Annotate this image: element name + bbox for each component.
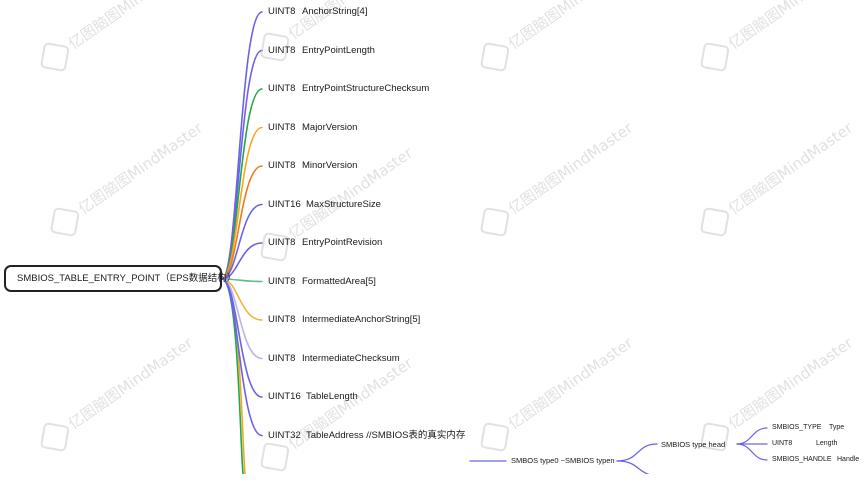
field-type: UINT8: [268, 44, 296, 56]
field-node[interactable]: UINT8 FormattedArea[5]: [268, 276, 376, 288]
field-node[interactable]: UINT8 IntermediateChecksum: [268, 353, 400, 365]
field-name: EntryPointStructureChecksum: [302, 83, 430, 94]
head-field-type[interactable]: SMBIOS_HANDLE: [772, 456, 832, 463]
table-address-child-node[interactable]: SMBOS type0 ~SMBIOS typen: [511, 456, 615, 465]
head-field-type[interactable]: SMBIOS_TYPE: [772, 424, 822, 431]
connector-type-head: [616, 443, 658, 462]
root-node[interactable]: SMBIOS_TABLE_ENTRY_POINT（EPS数据结构）: [4, 265, 236, 292]
connector-field: [221, 203, 263, 280]
field-node[interactable]: UINT16 MaxStructureSize: [268, 199, 381, 211]
field-node[interactable]: UINT8 MinorVersion: [268, 160, 357, 172]
field-type: UINT16: [268, 391, 301, 402]
field-node[interactable]: UINT8 EntryPointRevision: [268, 237, 382, 249]
head-field-type[interactable]: UINT8: [772, 440, 793, 447]
field-node[interactable]: UINT16 TableLength: [268, 391, 358, 403]
field-node[interactable]: UINT8 MajorVersion: [268, 122, 357, 134]
field-name: MajorVersion: [302, 121, 358, 133]
field-type: UINT8: [268, 83, 296, 94]
connector-offscreen-3: [616, 460, 650, 474]
connector-field: [221, 278, 263, 437]
connector-field: [221, 242, 263, 280]
field-node[interactable]: UINT8 AnchorString[4]: [268, 6, 367, 18]
connector-field: [221, 126, 263, 280]
connector-leaf: [736, 427, 768, 445]
field-name: FormattedArea[5]: [302, 275, 376, 287]
field-name: MaxStructureSize: [306, 198, 381, 210]
field-node[interactable]: UINT32 TableAddress //SMBIOS表的真实内存: [268, 430, 465, 442]
field-type: UINT8: [268, 6, 296, 17]
field-type: UINT8: [268, 121, 296, 133]
field-type: UINT8: [268, 160, 296, 171]
field-type: UINT8: [268, 314, 296, 325]
field-name: TableAddress //SMBIOS表的真实内存: [306, 429, 466, 441]
field-type: UINT16: [268, 198, 301, 210]
field-type: UINT32: [268, 429, 301, 441]
field-node[interactable]: UINT8 EntryPointStructureChecksum: [268, 83, 429, 95]
connector-field: [221, 278, 263, 398]
type-head-node[interactable]: SMBIOS type head: [661, 440, 726, 449]
head-field-name: Length: [816, 440, 838, 447]
field-name: IntermediateAnchorString[5]: [302, 314, 421, 325]
field-name: EntryPointRevision: [302, 237, 383, 248]
connector-field: [221, 165, 263, 280]
field-name: AnchorString[4]: [302, 6, 368, 17]
field-node[interactable]: UINT8 IntermediateAnchorString[5]: [268, 314, 420, 326]
connector-leaf: [736, 443, 768, 461]
field-type: UINT8: [268, 352, 296, 364]
field-node[interactable]: UINT8 EntryPointLength: [268, 45, 375, 57]
field-name: MinorVersion: [302, 160, 358, 171]
field-name: EntryPointLength: [302, 44, 375, 56]
root-label: SMBIOS_TABLE_ENTRY_POINT（EPS数据结构）: [17, 273, 237, 284]
field-name: TableLength: [306, 391, 358, 402]
head-field-name: Handle: [837, 456, 860, 463]
field-name: IntermediateChecksum: [302, 352, 400, 364]
field-type: UINT8: [268, 237, 296, 248]
field-type: UINT8: [268, 275, 296, 287]
head-field-name: Type: [829, 424, 845, 431]
